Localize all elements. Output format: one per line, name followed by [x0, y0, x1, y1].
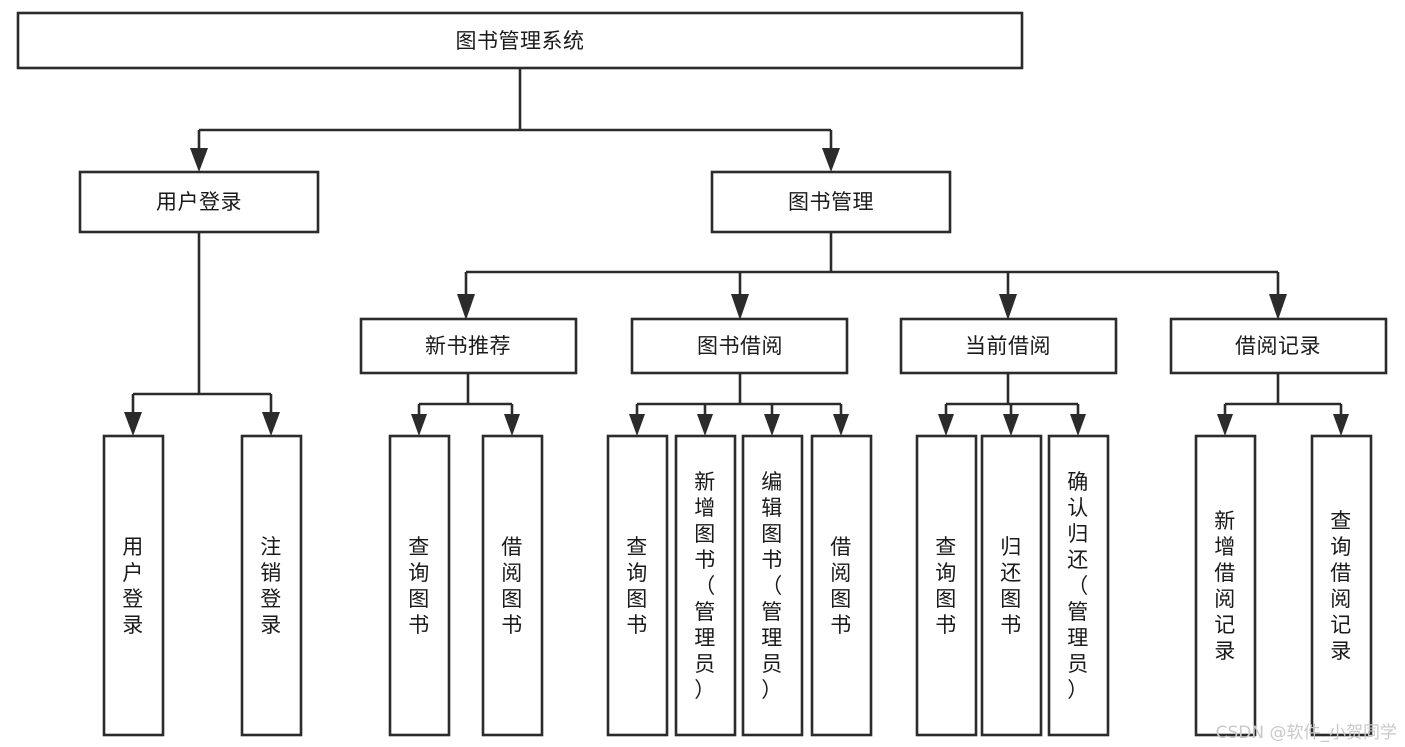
node-book-borrow[interactable]: 图书借阅	[630, 317, 849, 375]
node-borrow-record-box[interactable]	[1169, 317, 1388, 375]
node-book-manage-label: 图书管理	[788, 190, 874, 214]
arrow-to-borrow-record	[1269, 294, 1287, 320]
arrow-to-leaf-edit-book	[764, 414, 780, 436]
arrow-to-book-borrow	[731, 294, 749, 320]
arrow-to-leaf-add-record	[1217, 414, 1233, 436]
node-root-box[interactable]	[16, 11, 1024, 70]
node-leaf-add-record-label: 新增借阅记录	[1214, 509, 1236, 663]
node-leaf-user-login-box[interactable]	[102, 434, 165, 737]
arrow-to-user-login	[190, 148, 208, 172]
node-new-book-rec-label: 新书推荐	[425, 334, 511, 358]
node-book-manage[interactable]: 图书管理	[710, 170, 952, 234]
node-leaf-borrow-book-rec[interactable]: 借阅图书	[481, 434, 544, 737]
node-new-book-rec[interactable]: 新书推荐	[359, 317, 578, 375]
node-leaf-add-book-label: 新增图书（管理员）	[694, 470, 716, 702]
arrow-to-leaf-query-book-borrow	[629, 414, 645, 436]
arrow-to-leaf-query-book-rec	[411, 414, 427, 436]
node-book-borrow-box[interactable]	[630, 317, 849, 375]
arrow-to-leaf-logout	[262, 412, 280, 436]
node-new-book-rec-box[interactable]	[359, 317, 578, 375]
node-leaf-query-book-current[interactable]: 查询图书	[915, 434, 978, 737]
node-user-login[interactable]: 用户登录	[78, 170, 320, 234]
node-leaf-confirm-return-label: 确认归还（管理员）	[1067, 470, 1089, 702]
node-leaf-logout-label: 注销登录	[260, 535, 282, 637]
arrow-to-leaf-add-book	[697, 414, 713, 436]
node-leaf-borrow-book-box[interactable]	[810, 434, 873, 737]
node-leaf-edit-book[interactable]: 编辑图书（管理员）	[741, 434, 804, 737]
node-leaf-query-record[interactable]: 查询借阅记录	[1310, 434, 1373, 737]
node-book-borrow-label: 图书借阅	[697, 334, 783, 358]
node-leaf-user-login[interactable]: 用户登录	[102, 434, 165, 737]
node-leaf-query-book-borrow-box[interactable]	[606, 434, 669, 737]
node-leaf-edit-book-label: 编辑图书（管理员）	[761, 470, 783, 702]
arrow-to-leaf-borrow-book	[833, 414, 849, 436]
node-leaf-logout-box[interactable]	[240, 434, 303, 737]
node-leaf-add-book[interactable]: 新增图书（管理员）	[674, 434, 737, 737]
node-user-login-box[interactable]	[78, 170, 320, 234]
node-leaf-add-book-box[interactable]	[674, 434, 737, 737]
node-current-borrow-box[interactable]	[899, 317, 1118, 375]
arrow-to-leaf-user-login	[124, 412, 142, 436]
arrow-to-leaf-query-record	[1333, 414, 1349, 436]
node-current-borrow[interactable]: 当前借阅	[899, 317, 1118, 375]
node-leaf-query-book-rec-label: 查询图书	[408, 535, 430, 637]
arrow-to-leaf-confirm-return	[1070, 414, 1086, 436]
node-leaf-borrow-book-label: 借阅图书	[830, 535, 852, 637]
arrow-to-leaf-return-book	[1003, 414, 1019, 436]
csdn-watermark: CSDN @软件_小贺同学	[1215, 723, 1397, 743]
node-leaf-query-book-current-box[interactable]	[915, 434, 978, 737]
node-user-login-label: 用户登录	[156, 190, 242, 214]
arrow-to-leaf-query-book-current	[938, 414, 954, 436]
node-leaf-return-book-box[interactable]	[980, 434, 1043, 737]
node-leaf-edit-book-box[interactable]	[741, 434, 804, 737]
node-current-borrow-label: 当前借阅	[965, 334, 1051, 358]
node-leaf-return-book-label: 归还图书	[1000, 535, 1022, 637]
node-leaf-query-book-rec[interactable]: 查询图书	[388, 434, 451, 737]
node-leaf-query-book-current-label: 查询图书	[935, 535, 957, 637]
node-leaf-query-record-label: 查询借阅记录	[1330, 509, 1352, 663]
arrow-to-leaf-borrow-book-rec	[504, 414, 520, 436]
node-leaf-query-book-rec-box[interactable]	[388, 434, 451, 737]
node-root[interactable]: 图书管理系统	[16, 11, 1024, 70]
node-leaf-add-record[interactable]: 新增借阅记录	[1194, 434, 1257, 737]
node-leaf-query-record-box[interactable]	[1310, 434, 1373, 737]
arrow-to-book-manage	[822, 148, 840, 172]
node-leaf-confirm-return-box[interactable]	[1047, 434, 1110, 737]
node-leaf-query-book-borrow-label: 查询图书	[626, 535, 648, 637]
node-borrow-record[interactable]: 借阅记录	[1169, 317, 1388, 375]
node-book-manage-box[interactable]	[710, 170, 952, 234]
node-leaf-logout[interactable]: 注销登录	[240, 434, 303, 737]
node-leaf-user-login-label: 用户登录	[122, 535, 144, 637]
arrow-to-new-book-rec	[457, 294, 475, 320]
node-leaf-borrow-book-rec-box[interactable]	[481, 434, 544, 737]
node-leaf-confirm-return[interactable]: 确认归还（管理员）	[1047, 434, 1110, 737]
node-leaf-add-record-box[interactable]	[1194, 434, 1257, 737]
node-leaf-return-book[interactable]: 归还图书	[980, 434, 1043, 737]
node-borrow-record-label: 借阅记录	[1235, 334, 1321, 358]
node-leaf-query-book-borrow[interactable]: 查询图书	[606, 434, 669, 737]
node-leaf-borrow-book-rec-label: 借阅图书	[501, 535, 523, 637]
arrow-to-current-borrow	[999, 294, 1017, 320]
node-root-label: 图书管理系统	[456, 29, 585, 53]
connector-layer	[124, 68, 1349, 436]
node-leaf-borrow-book[interactable]: 借阅图书	[810, 434, 873, 737]
